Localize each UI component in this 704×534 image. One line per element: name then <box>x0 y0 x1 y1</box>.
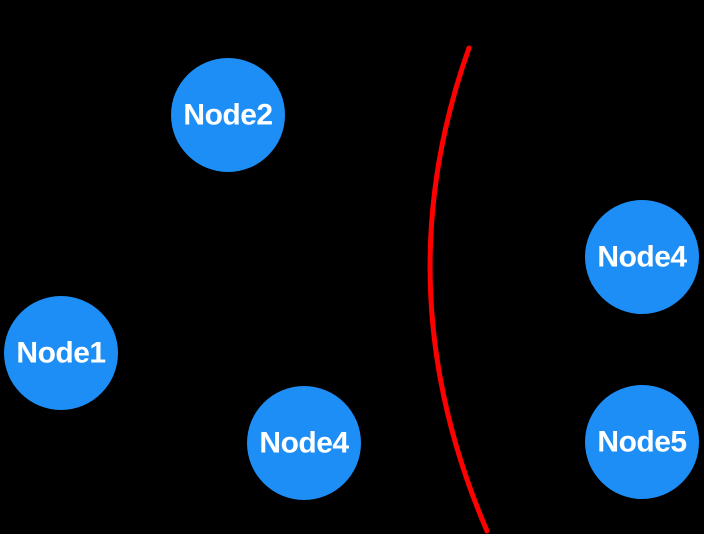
graph-node-node4-bottom[interactable]: Node4 <box>247 386 361 500</box>
graph-node-node2[interactable]: Node2 <box>171 58 285 172</box>
node-label: Node1 <box>16 337 105 370</box>
node-label: Node4 <box>597 241 687 274</box>
node-label: Node4 <box>259 427 349 460</box>
graph-node-node1[interactable]: Node1 <box>4 296 118 410</box>
node-circle[interactable] <box>171 58 285 172</box>
node-label: Node2 <box>183 99 272 132</box>
node-label: Node5 <box>597 426 686 459</box>
graph-node-node4-right[interactable]: Node4 <box>585 200 699 314</box>
annotations-layer <box>427 45 490 534</box>
node-circle[interactable] <box>585 385 699 499</box>
node-circle[interactable] <box>4 296 118 410</box>
node-circle[interactable] <box>247 386 361 500</box>
partition-curve[interactable] <box>427 45 490 534</box>
graph-node-node5[interactable]: Node5 <box>585 385 699 499</box>
node-circle[interactable] <box>585 200 699 314</box>
